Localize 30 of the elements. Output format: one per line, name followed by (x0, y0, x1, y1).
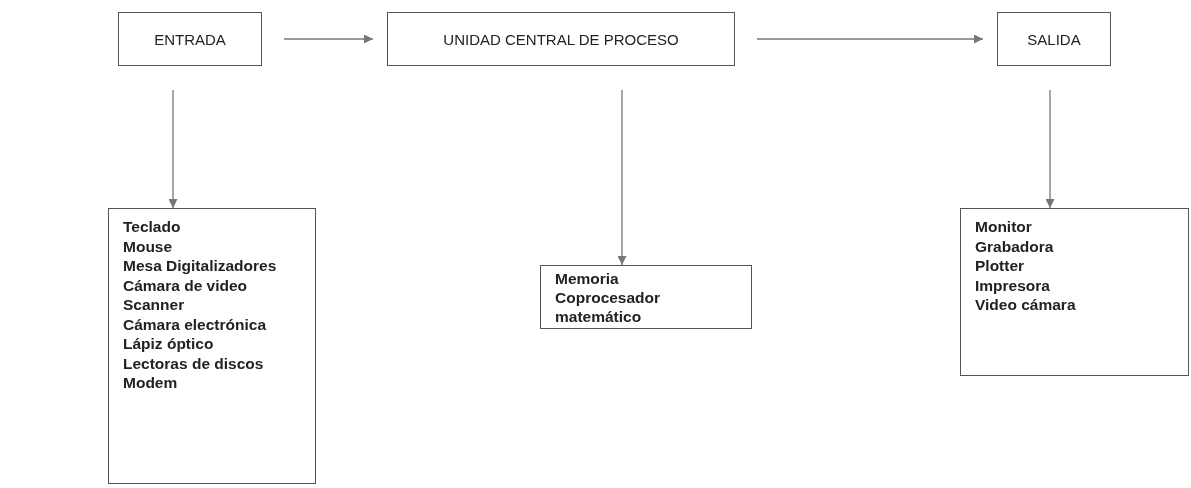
arrow (168, 89, 178, 209)
list-item: Lectoras de discos (123, 353, 264, 373)
list-item: Lápiz óptico (123, 334, 214, 354)
list-item: Mesa Digitalizadores (123, 256, 277, 276)
list-item: Teclado (123, 217, 181, 237)
list-box (540, 265, 752, 329)
arrow (1045, 89, 1055, 209)
list-box (960, 208, 1189, 376)
process-box (997, 12, 1111, 66)
list-item: Memoria (555, 269, 619, 288)
arrow (617, 89, 627, 266)
list-item: Cámara electrónica (123, 314, 267, 334)
list-item: Coprocesador matemático (555, 288, 662, 326)
list-item: Scanner (123, 295, 185, 315)
list-item: Grabadora (975, 236, 1054, 256)
list-item: Modem (123, 373, 178, 393)
list-item: Cámara de video (123, 275, 248, 295)
list-item: Plotter (975, 256, 1025, 276)
arrow (283, 34, 374, 44)
box-label: UNIDAD CENTRAL DE PROCESO (443, 30, 679, 48)
box-label: ENTRADA (154, 30, 226, 48)
arrow (756, 34, 984, 44)
process-box (118, 12, 262, 66)
box-label: SALIDA (1027, 30, 1081, 48)
list-box (108, 208, 316, 484)
list-item: Monitor (975, 217, 1032, 237)
list-item: Mouse (123, 236, 173, 256)
list-item: Impresora (975, 275, 1050, 295)
process-box (387, 12, 735, 66)
list-item: Video cámara (975, 295, 1076, 315)
